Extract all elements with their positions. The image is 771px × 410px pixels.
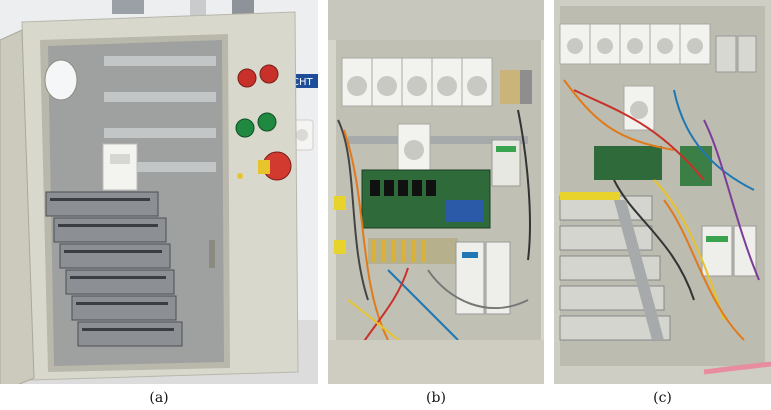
photo-c-complete-enclosure xyxy=(554,0,771,384)
photo-panel-c xyxy=(554,0,771,384)
photo-a-empty-enclosure: CHT xyxy=(0,0,318,384)
caption-c: (c) xyxy=(653,390,672,406)
photo-panel-b xyxy=(328,0,544,384)
caption-a: (a) xyxy=(149,390,169,406)
photo-panel-a: CHT xyxy=(0,0,318,384)
caption-b: (b) xyxy=(426,390,446,406)
photo-b-wired-enclosure xyxy=(328,0,544,384)
wall-sign-text: CHT xyxy=(292,77,314,88)
